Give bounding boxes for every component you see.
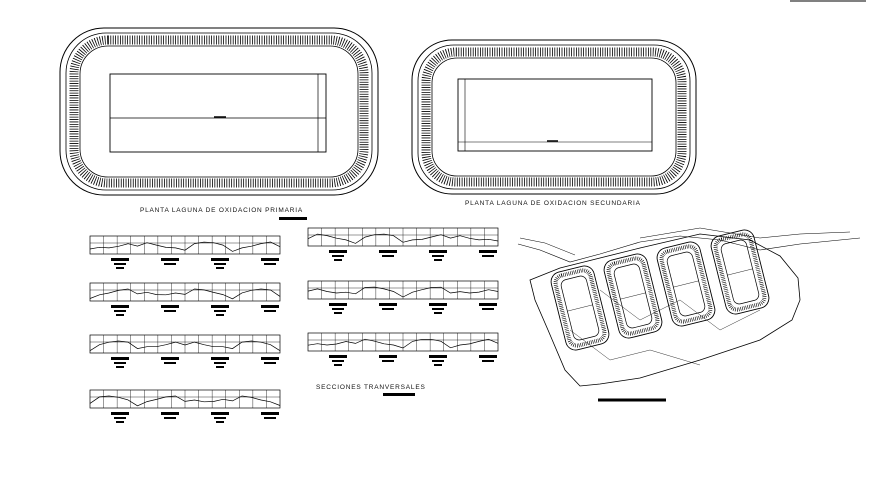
cross-sections-label: SECCIONES TRANVERSALES xyxy=(316,384,426,391)
cross-section xyxy=(307,227,499,261)
cross-section xyxy=(307,332,499,366)
site-pond xyxy=(550,265,610,351)
cross-sections-group xyxy=(89,227,499,423)
secondary-pond-plan xyxy=(411,39,697,195)
cross-section xyxy=(89,235,281,269)
site-ponds-group xyxy=(550,229,770,351)
primary-pond-label-underline xyxy=(279,217,307,220)
cross-section xyxy=(89,334,281,368)
primary-pond-label: PLANTA LAGUNA DE OXIDACION PRIMARIA xyxy=(140,207,303,214)
site-pond xyxy=(710,229,770,315)
cross-section xyxy=(89,389,281,423)
site-plan xyxy=(517,227,861,402)
cross-sections-label-underline xyxy=(383,393,415,396)
site-pond xyxy=(656,241,716,327)
cross-section xyxy=(307,280,499,314)
site-pond xyxy=(603,253,663,339)
primary-pond-plan xyxy=(59,27,379,196)
cross-section xyxy=(89,282,281,316)
secondary-pond-label: PLANTA LAGUNA DE OXIDACION SECUNDARIA xyxy=(465,200,641,207)
